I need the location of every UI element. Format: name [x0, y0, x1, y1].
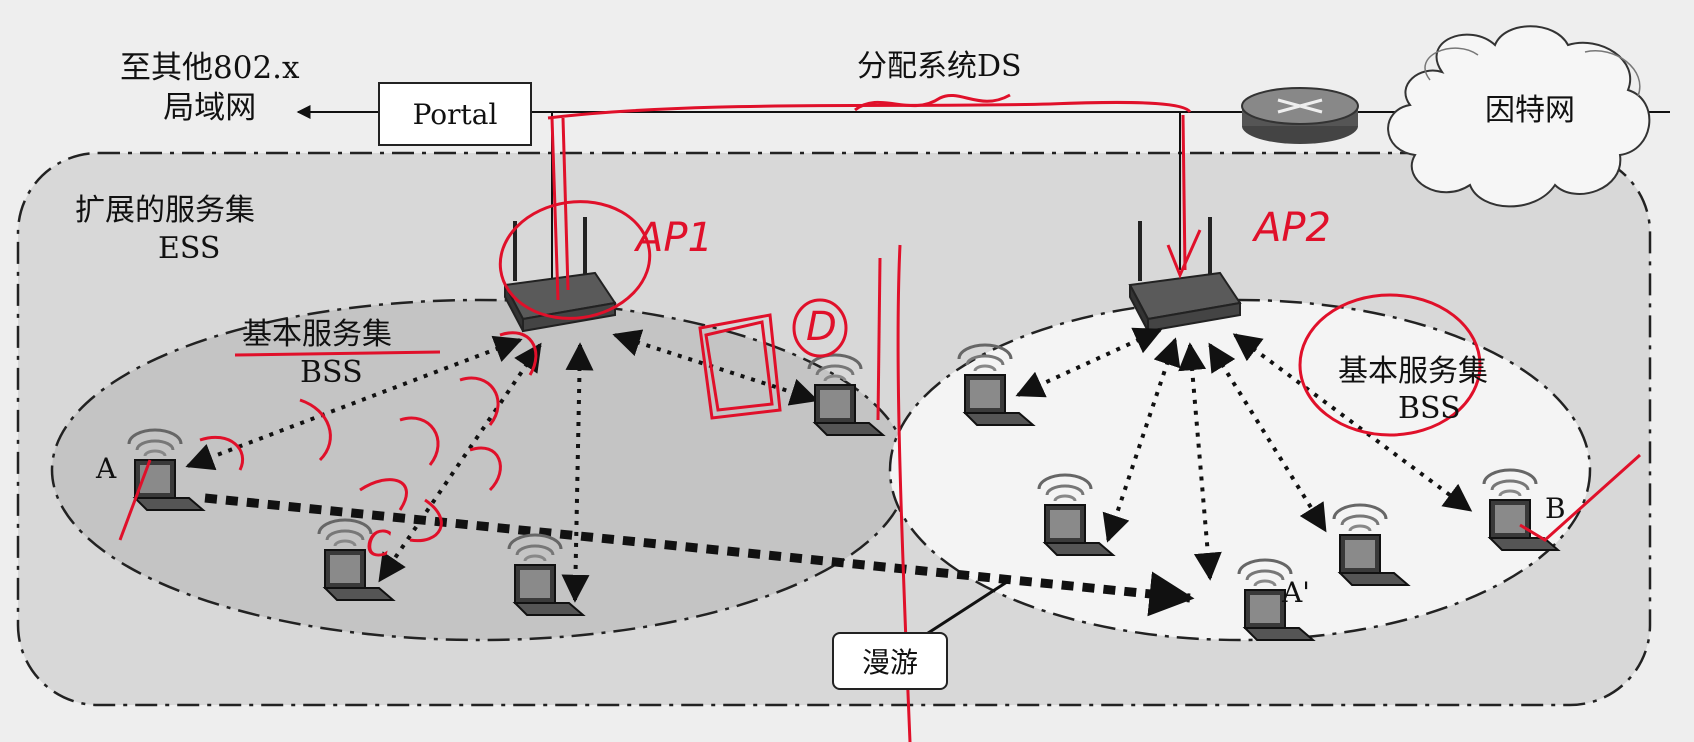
bss-left-name-label: 基本服务集 [242, 317, 392, 352]
annotation-d: D [806, 304, 837, 350]
annotation-ap1: AP1 [636, 215, 713, 261]
roaming-box: 漫游 [832, 632, 948, 690]
bss-left-abbr-label: BSS [300, 355, 363, 390]
annotation-c: C [366, 524, 392, 565]
ess-abbr-label: ESS [158, 231, 221, 266]
other-lan-text: 至其他802.x 局域网 [120, 50, 300, 126]
portal-box: Portal [378, 82, 532, 146]
bss-right-abbr-label: BSS [1398, 391, 1461, 426]
ap2-links [1015, 327, 1473, 581]
ds-label: 分配系统DS [857, 49, 1022, 84]
handwritten-marks [118, 93, 1642, 742]
router-icon [1241, 87, 1359, 144]
ap1-links [185, 329, 819, 603]
station-a-label: A [96, 452, 117, 485]
station-b-label: B [1545, 492, 1566, 525]
annotation-ap2: AP2 [1254, 205, 1331, 251]
station-a-prime-label: A' [1282, 576, 1310, 609]
ess-name-label: 扩展的服务集 [75, 193, 255, 228]
internet-cloud-icon [1387, 25, 1651, 208]
internet-label: 因特网 [1485, 93, 1575, 128]
roaming-path [204, 493, 1195, 617]
portal-label: Portal [412, 97, 498, 131]
bss-right-name-label: 基本服务集 [1338, 354, 1488, 389]
roaming-label: 漫游 [861, 646, 918, 679]
bss-left-boundary [50, 298, 910, 642]
